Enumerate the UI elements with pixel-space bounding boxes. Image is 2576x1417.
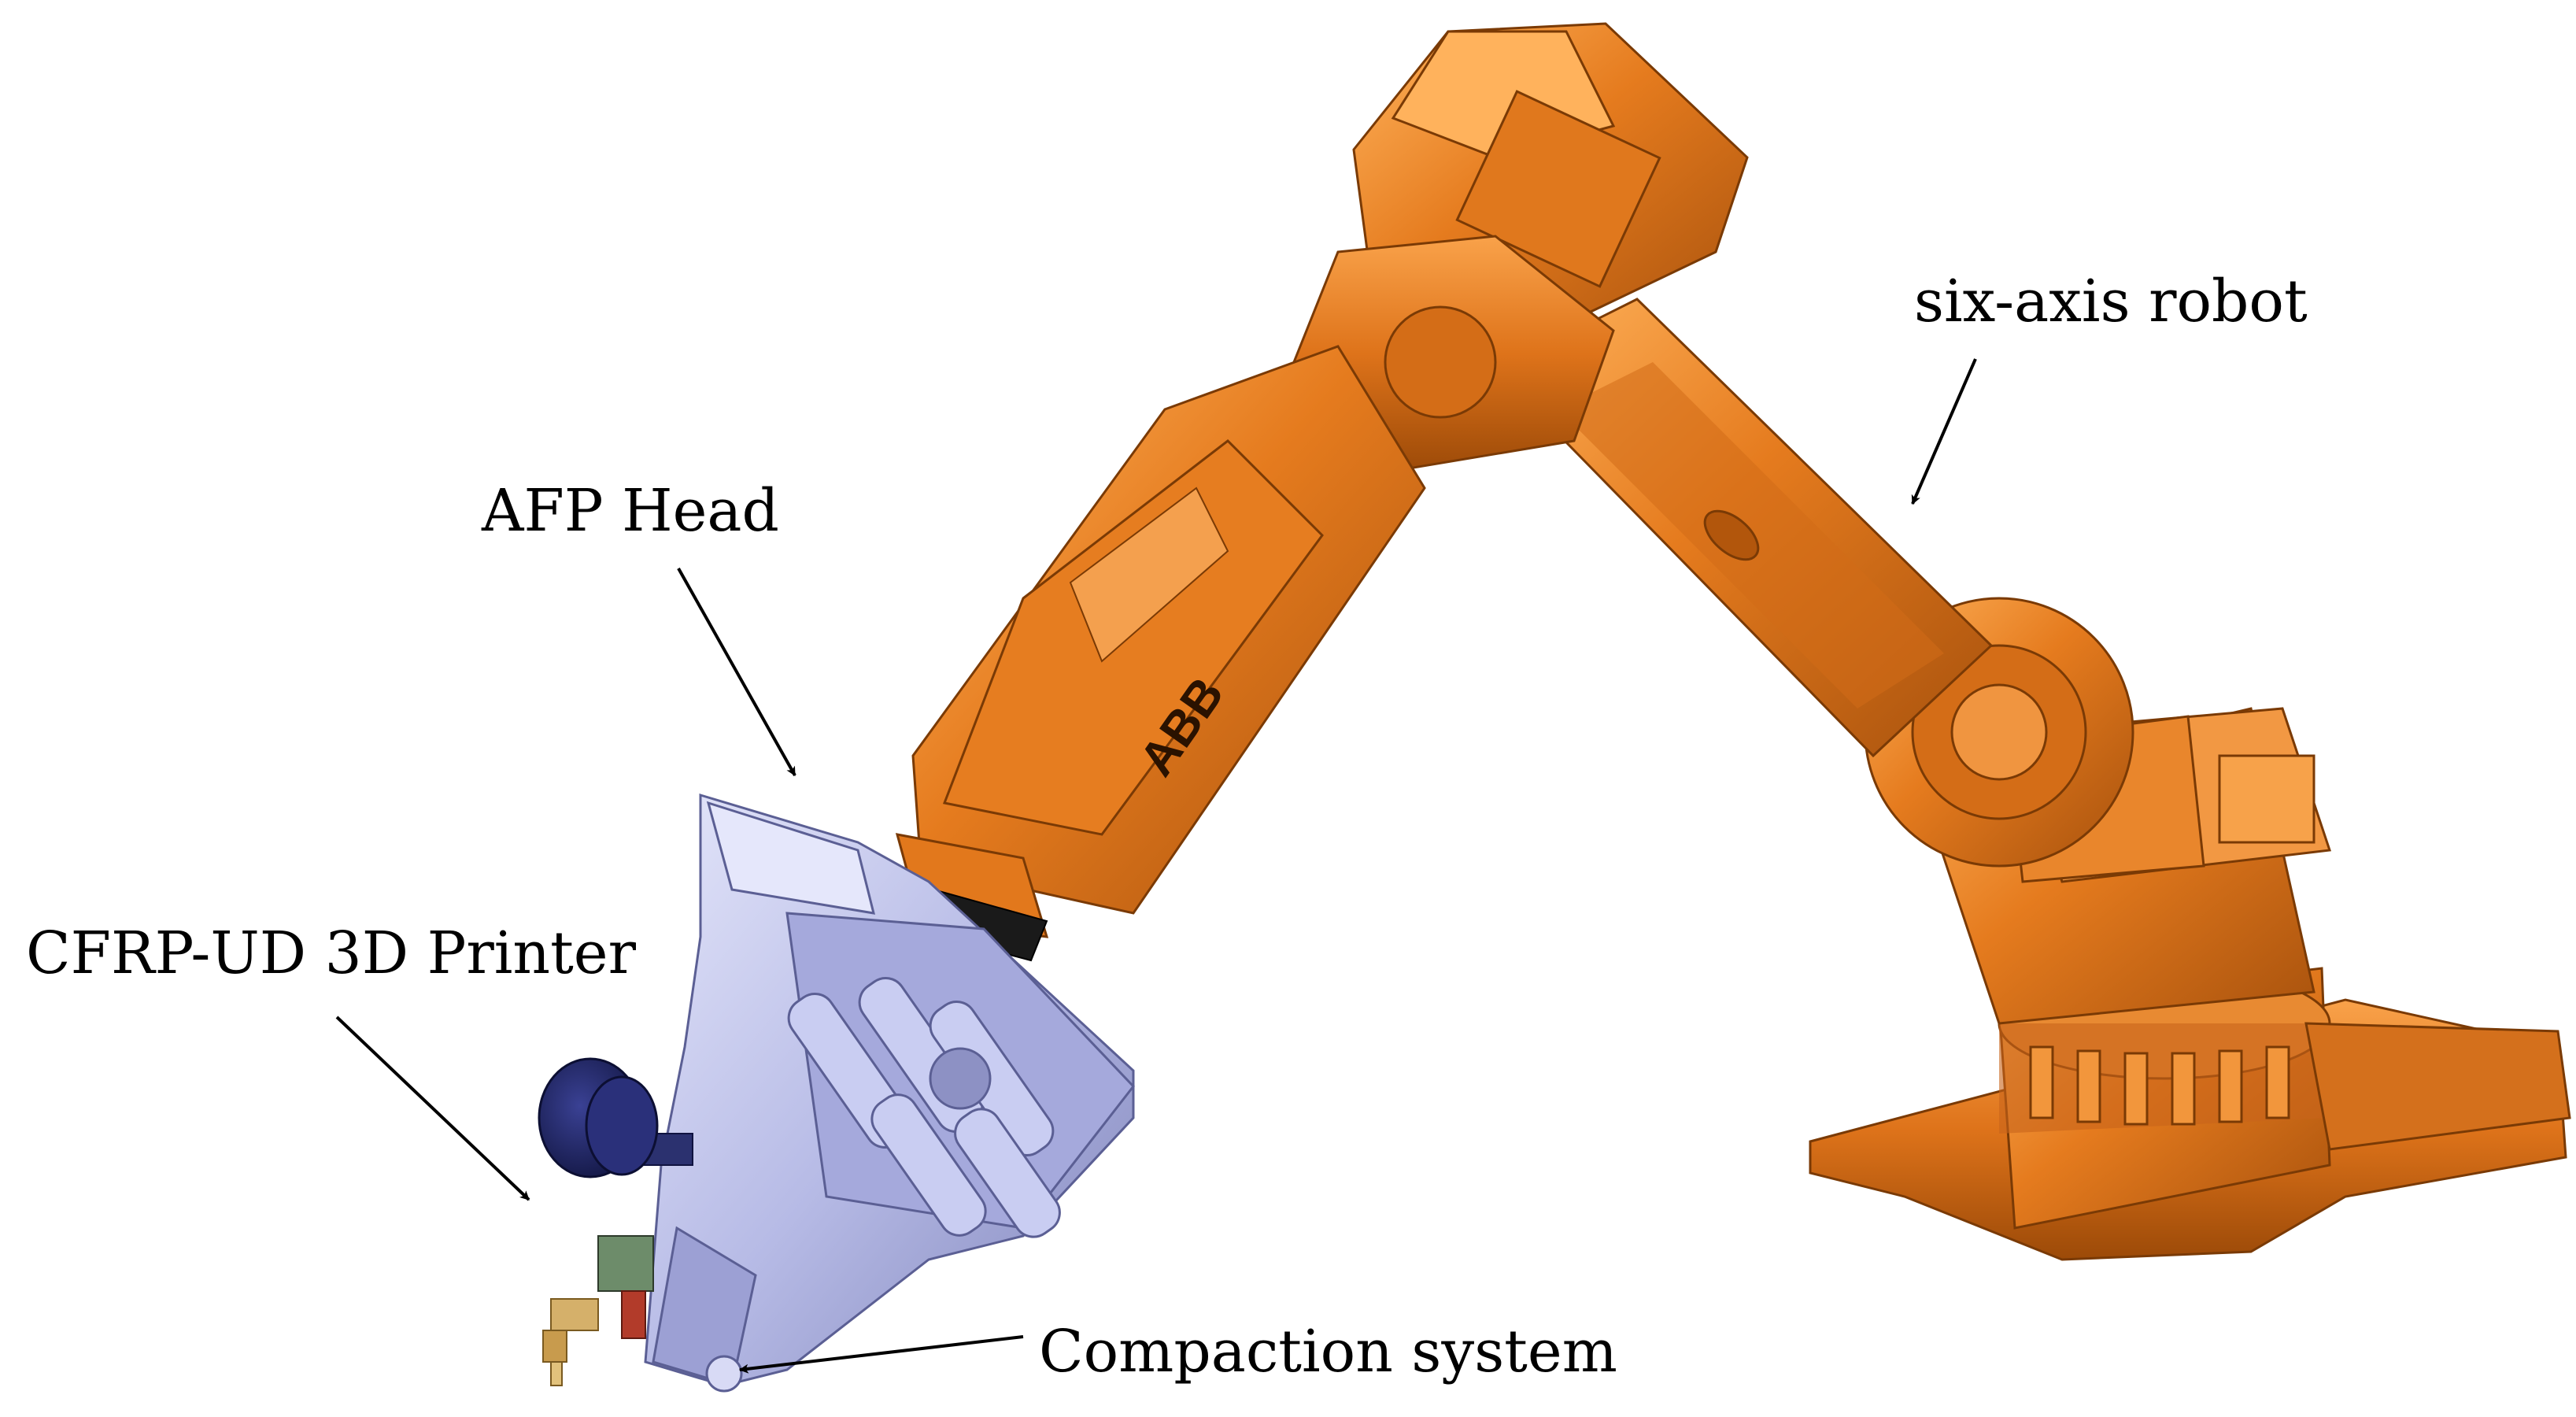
afp-head <box>644 793 1135 1387</box>
compaction-roller <box>705 1355 743 1393</box>
arrow-afp-head <box>677 568 796 777</box>
robot-base <box>1809 967 2571 1261</box>
arrow-compaction-system <box>738 1335 1024 1374</box>
robot-forearm: ABB <box>911 345 1426 915</box>
callout-arrows <box>335 358 1977 1374</box>
robot-shoulder <box>1864 597 2332 1025</box>
label-compaction-system: Compaction system <box>1039 1318 1617 1386</box>
cfrp-printer <box>538 1057 693 1386</box>
label-afp-head: AFP Head <box>482 477 779 545</box>
arrow-cfrp-printer <box>335 1016 530 1201</box>
label-six-axis-robot: six-axis robot <box>1914 268 2308 335</box>
label-cfrp-printer: CFRP-UD 3D Printer <box>26 919 636 987</box>
arrow-six-axis-robot <box>1911 358 1977 505</box>
